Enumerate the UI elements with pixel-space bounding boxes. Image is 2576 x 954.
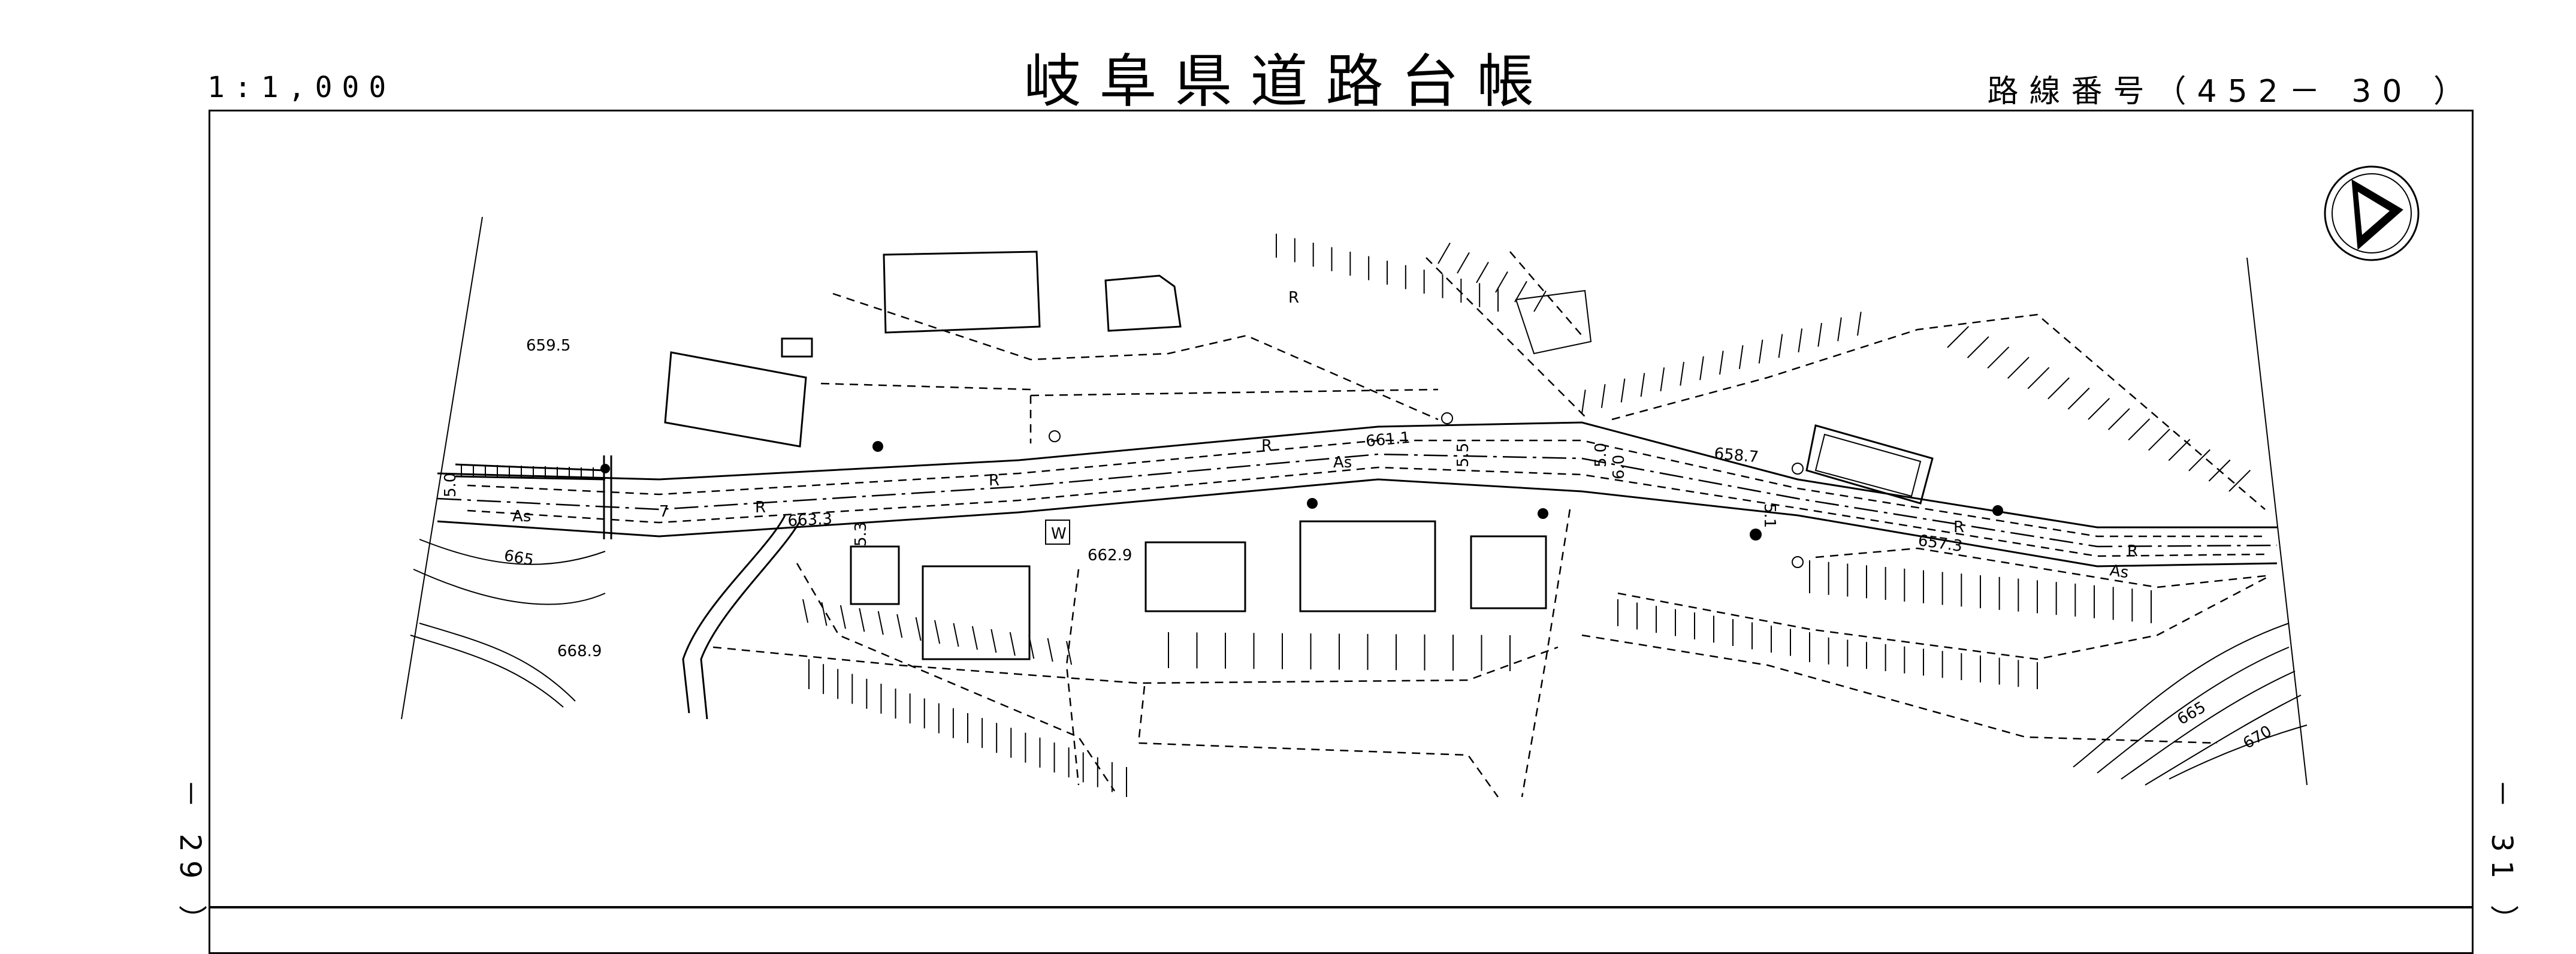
north-arrow-icon [2324,165,2420,261]
retaining-wall-label: R [989,472,999,490]
route-number: 路線番号（452－ 30 ） [1987,74,2475,110]
building-outlines [664,250,1934,660]
retaining-wall-label: R [1288,289,1299,307]
retaining-wall-label: R [1261,437,1272,455]
guard-rail [455,455,612,539]
contour-label: 665 [2175,698,2209,729]
map-title: 岐阜県道路台帳 [1023,48,1553,115]
elevation-label: 658.7 [1713,445,1759,466]
utility-pole-icons [600,412,2003,568]
road-surface-label: As [512,508,531,526]
road-width-label: 5.1 [1760,503,1778,528]
contour-label: 670 [2240,722,2275,753]
map-scale: 1:1,000 [207,71,396,104]
road-surface-label: As [2109,561,2130,582]
svg-text:W: W [1051,525,1067,543]
road-centerline [437,421,2278,567]
retaining-wall-label: R [755,499,766,517]
water-valve-icon: W [1045,520,1070,545]
contour-lines [410,515,2308,786]
slope-hatching [802,234,2251,797]
parcel-boundaries [712,251,2272,798]
road-surface-label: As [1333,454,1352,472]
previous-sheet-reference: － 29 ） [173,779,207,942]
retaining-wall-label: R [2127,542,2138,560]
elevation-label: 663.3 [787,510,833,530]
road-width-label: 5.3 [852,522,870,547]
elevation-label: 659.5 [526,337,570,355]
road-width-label: 5.5 [1454,443,1472,467]
road-width-label: 5.0 [442,473,460,497]
elevation-label: 661.1 [1365,429,1411,451]
elevation-label: 668.9 [557,642,602,660]
contour-label: 665 [503,547,535,569]
next-sheet-reference: － 31 ） [2485,779,2518,942]
map-labels: 659.5663.3662.9661.1658.7657.3668.9AsAsA… [442,289,2275,753]
retaining-wall-label: R [1953,518,1964,536]
road-width-label: 6.0 [1610,455,1628,479]
elevation-label: 662.9 [1088,547,1132,564]
road-width-label: 5.0 [1592,443,1610,467]
road-mark-label: 7 [659,503,669,521]
